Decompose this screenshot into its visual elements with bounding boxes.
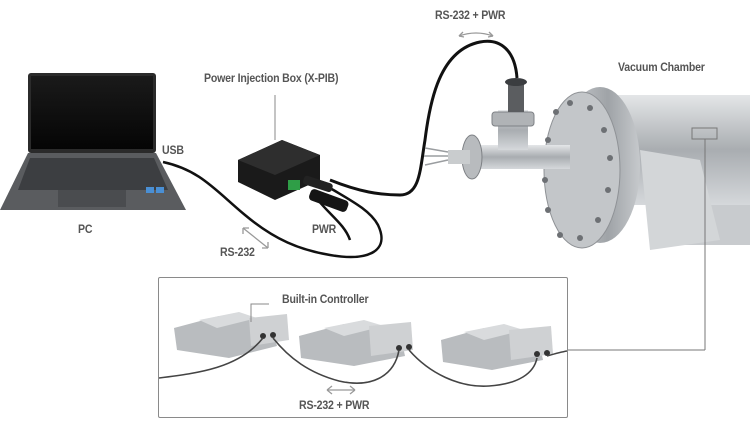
daisy-chain-cable: [408, 349, 538, 387]
built-in-controller-label: Built-in Controller: [282, 292, 369, 306]
daisy-chain-cable: [272, 337, 400, 384]
inset-panel: Built-in Controller RS-232 + PWR: [158, 277, 568, 418]
inset-canvas: [159, 303, 567, 395]
chamber-flange: [543, 91, 621, 249]
cable-connector: [508, 82, 524, 112]
chamber-stand: [640, 150, 720, 250]
linear-stage-1: [174, 312, 289, 358]
rs232-pwr-cable-top: [329, 39, 519, 197]
laptop-sticker: [156, 187, 164, 193]
laptop-pc: [0, 73, 186, 210]
linear-stage-2: [299, 320, 413, 366]
builtin-leader-line: [250, 303, 269, 322]
laptop-sticker: [146, 187, 154, 193]
top-cable-label: RS-232 + PWR: [435, 8, 506, 22]
ferrite-core: [309, 189, 349, 212]
vacuum-chamber: [424, 78, 750, 250]
usb-label: USB: [162, 143, 184, 157]
laptop-touchpad: [58, 190, 126, 207]
linear-stage-3: [441, 324, 553, 370]
rs232-arrow: [242, 227, 269, 249]
usb-rs232-cable: [162, 160, 383, 259]
power-injection-box-label: Power Injection Box (X-PIB): [204, 71, 339, 85]
rs232-label: RS-232: [220, 245, 255, 259]
pc-label: PC: [78, 222, 93, 236]
built-in-controller-box: [249, 314, 289, 346]
power-injection-box: [238, 140, 349, 212]
laptop-screen: [31, 76, 153, 149]
daisy-chain-cable: [159, 337, 264, 379]
green-terminal: [288, 180, 300, 190]
inset-cable-label: RS-232 + PWR: [299, 398, 370, 412]
top-cable-arrow: [458, 32, 494, 37]
daisy-chain-cable: [546, 350, 567, 357]
pwr-label: PWR: [312, 222, 337, 236]
laptop-keyboard: [18, 158, 168, 190]
vacuum-chamber-label: Vacuum Chamber: [618, 60, 705, 74]
